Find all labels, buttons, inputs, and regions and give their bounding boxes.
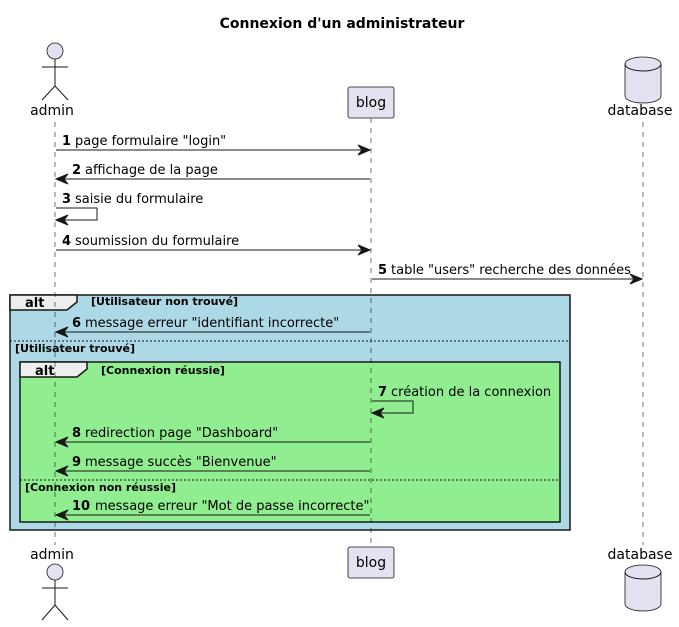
arrowhead (54, 214, 69, 226)
inner-alt-keyword: alt (35, 364, 54, 379)
message-7-label: création de la connexion (391, 385, 551, 400)
arrowhead (629, 273, 644, 285)
admin-label-top: admin (30, 103, 74, 119)
blog-participant-bottom: blog (347, 546, 395, 579)
database-label-top: database (608, 103, 673, 119)
message-4-number: 4 (62, 234, 71, 249)
message-7-number: 7 (378, 385, 387, 400)
admin-actor-bottom: admin (30, 547, 74, 621)
message-10-number: 10 (72, 499, 90, 514)
blog-box-top (347, 86, 395, 119)
diagram-title: Connexion d'un administrateur (220, 16, 465, 32)
arrowhead (54, 436, 69, 448)
database-participant-bottom: database (608, 547, 673, 612)
actor-icon (46, 42, 64, 60)
admin-label-bottom: admin (30, 547, 74, 563)
message-1-number: 1 (62, 134, 71, 149)
inner-alt-tab (19, 361, 88, 378)
message-5-label: table "users" recherche des données (391, 263, 631, 278)
arrowhead (54, 326, 69, 338)
message-6-label: message erreur "identifiant incorrecte" (85, 316, 339, 331)
outer-alt-guard-1: [Utilisateur non trouvé] (91, 295, 238, 308)
blog-box-bottom (347, 546, 395, 579)
message-2-label: affichage de la page (85, 163, 218, 178)
message-9-label: message succès "Bienvenue" (85, 455, 277, 470)
database-icon (624, 56, 662, 104)
outer-alt-guard-2: [Utilisateur trouvé] (15, 342, 135, 355)
database-label-bottom: database (608, 547, 673, 563)
arrowhead (54, 173, 69, 185)
database-participant-top: database (608, 56, 673, 119)
blog-label-bottom: blog (356, 555, 386, 571)
inner-alt-guard-2: [Connexion non réussie] (25, 481, 176, 494)
admin-actor-top: admin (30, 42, 74, 119)
arrowhead (370, 407, 385, 419)
message-8-number: 8 (72, 426, 81, 441)
blog-participant-top: blog (347, 86, 395, 119)
message-2-number: 2 (72, 163, 81, 178)
outer-alt-tab (9, 294, 78, 311)
message-1-label: page formulaire "login" (75, 134, 226, 149)
message-3-label: saisie du formulaire (75, 192, 203, 207)
arrowhead (357, 244, 372, 256)
message-10-label: message erreur "Mot de passe incorrecte" (95, 499, 369, 514)
inner-alt-guard-1: [Connexion réussie] (101, 364, 225, 377)
outer-alt-keyword: alt (25, 296, 44, 311)
message-3-number: 3 (62, 192, 71, 207)
database-icon (624, 564, 662, 612)
message-8-label: redirection page "Dashboard" (85, 426, 278, 441)
arrowhead (54, 465, 69, 477)
blog-label-top: blog (356, 95, 386, 111)
arrowhead (357, 144, 372, 156)
message-6-number: 6 (72, 316, 81, 331)
arrowhead (54, 509, 69, 521)
message-9-number: 9 (72, 455, 81, 470)
actor-icon (46, 563, 64, 581)
message-4-label: soumission du formulaire (75, 234, 239, 249)
message-5-number: 5 (378, 263, 387, 278)
